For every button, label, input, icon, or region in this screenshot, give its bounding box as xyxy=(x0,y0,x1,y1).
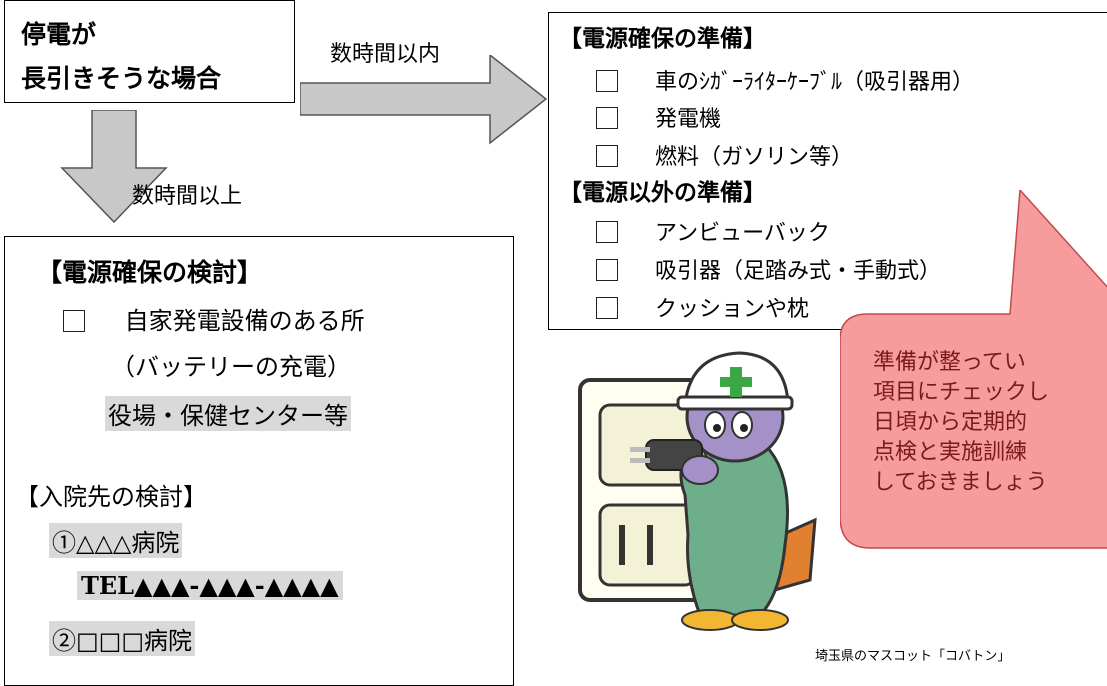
arrow-right-label: 数時間以内 xyxy=(330,42,441,67)
checkbox[interactable] xyxy=(596,259,618,281)
other-prep-heading: 【電源以外の準備】 xyxy=(559,179,766,206)
other-prep-item-label: アンビューバック xyxy=(655,221,830,246)
outage-line1: 停電が xyxy=(21,20,97,49)
power-prep-item-label: 発電機 xyxy=(655,107,722,132)
other-prep-item: 吸引器（足踏み式・手動式） xyxy=(596,253,941,285)
checkbox[interactable] xyxy=(596,70,618,92)
hospital-2: ②□□□病院 xyxy=(49,621,196,656)
other-prep-item: アンビューバック xyxy=(596,215,830,247)
checkbox[interactable] xyxy=(596,107,618,129)
power-prep-heading: 【電源確保の準備】 xyxy=(559,25,766,52)
checkbox[interactable] xyxy=(63,310,85,332)
callout-line: 準備が整ってい xyxy=(873,350,1026,375)
power-review-heading: 【電源確保の検討】 xyxy=(37,258,263,287)
review-box: 【電源確保の検討】 自家発電設備のある所 （バッテリーの充電） 役場・保健センタ… xyxy=(4,236,514,686)
power-review-item: 自家発電設備のある所 xyxy=(63,301,365,336)
down-arrow xyxy=(60,110,168,224)
callout-line: 項目にチェックし xyxy=(873,380,1050,405)
right-arrow xyxy=(300,55,548,145)
outage-box: 停電が 長引きそうな場合 xyxy=(4,0,295,103)
other-prep-item: クッションや枕 xyxy=(596,291,809,323)
power-prep-item: 車のｼｶﾞｰﾗｲﾀｰｹｰﾌﾞﾙ（吸引器用） xyxy=(596,64,974,96)
callout-line: 点検と実施訓練 xyxy=(873,440,1028,465)
outage-line2: 長引きそうな場合 xyxy=(21,64,222,93)
arrow-down-label: 数時間以上 xyxy=(132,184,243,209)
checkbox[interactable] xyxy=(596,297,618,319)
mascot-illustration xyxy=(578,351,817,631)
callout-line: しておきましょう xyxy=(873,470,1048,495)
power-prep-item: 発電機 xyxy=(596,101,721,133)
power-prep-item: 燃料（ガソリン等） xyxy=(596,139,853,171)
hospital-heading: 【入院先の検討】 xyxy=(15,483,207,511)
hospital-1: ①△△△病院 xyxy=(49,523,183,558)
callout-bubble xyxy=(840,190,1107,549)
hospital-tel: TEL▲▲▲-▲▲▲-▲▲▲▲ xyxy=(77,571,343,600)
power-prep-item-label: 燃料（ガソリン等） xyxy=(655,145,854,170)
power-review-place: 役場・保健センター等 xyxy=(105,396,351,431)
other-prep-item-label: クッションや枕 xyxy=(655,297,810,322)
mascot-caption: 埼玉県のマスコット「コバトン」 xyxy=(815,649,1011,664)
other-prep-item-label: 吸引器（足踏み式・手動式） xyxy=(655,259,942,284)
checkbox[interactable] xyxy=(596,221,618,243)
power-review-sub: （バッテリーの充電） xyxy=(111,353,351,381)
preparation-box: 【電源確保の準備】 車のｼｶﾞｰﾗｲﾀｰｹｰﾌﾞﾙ（吸引器用） 発電機 燃料（ガ… xyxy=(548,12,1107,330)
power-review-item-label: 自家発電設備のある所 xyxy=(124,307,365,335)
callout-line: 日頃から定期的 xyxy=(873,410,1028,435)
power-prep-item-label: 車のｼｶﾞｰﾗｲﾀｰｹｰﾌﾞﾙ（吸引器用） xyxy=(655,70,975,95)
checkbox[interactable] xyxy=(596,145,618,167)
